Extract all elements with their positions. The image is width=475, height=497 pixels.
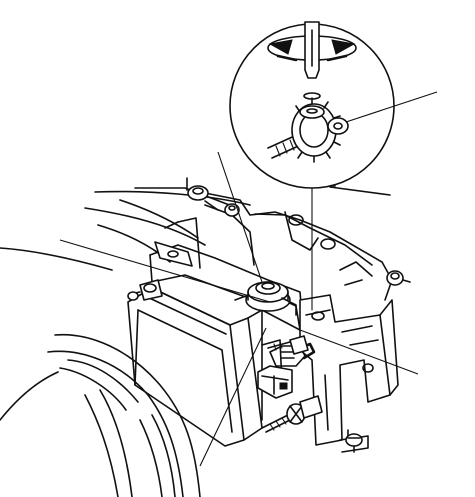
callouts [59,91,438,467]
leader-line-bottom [199,327,267,467]
mounting-bolt-right [386,270,411,286]
leader-line-upper-left [217,151,263,283]
right-mounting-bracket [299,294,399,453]
leader-line-right-lower [299,329,419,375]
adjusting-gear-icon [267,97,349,163]
mounting-bolt-upper-left [186,177,219,211]
mounting-bolt-upper-center [224,203,240,217]
aim-screw-upper-right [267,335,309,355]
adjusting-screw-cap [245,281,297,316]
upper-support-bracket [189,189,393,301]
leader-line-left [59,239,271,303]
headlight-housing [127,217,303,447]
wing-knob [257,365,293,399]
leader-line-inset-gear [345,91,438,123]
rotate-arrows-icon [267,35,357,62]
bumper-grille [0,333,201,497]
aim-screw-lower [261,395,323,433]
lower-nut [345,429,363,453]
